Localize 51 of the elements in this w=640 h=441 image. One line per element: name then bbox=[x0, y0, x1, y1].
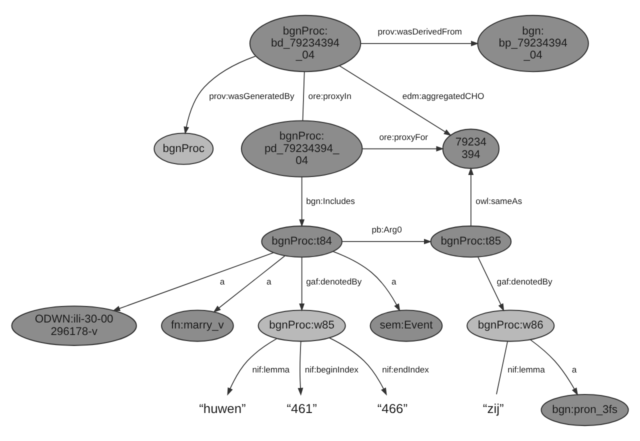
node-ellipse: bgnProc:t85 bbox=[430, 226, 512, 258]
edge-label: prov:wasDerivedFrom bbox=[378, 26, 462, 36]
edge-label: nif:lemma bbox=[508, 364, 545, 374]
edge-label: gaf:denotedBy bbox=[496, 276, 552, 286]
arrow bbox=[468, 167, 474, 226]
edge-label: bgn:Includes bbox=[306, 196, 355, 206]
node-ellipse: bgnProc bbox=[154, 132, 214, 165]
node-ellipse: bgnProc:w86 bbox=[466, 310, 555, 342]
arrow bbox=[299, 256, 305, 312]
edge-label: a bbox=[392, 276, 396, 286]
arrow bbox=[342, 238, 432, 244]
edge-label: ore:proxyIn bbox=[308, 90, 352, 101]
node-ellipse: bgn: bp_79234394 _04 bbox=[477, 14, 589, 72]
node-ellipse: bgnProc:w85 bbox=[258, 310, 346, 342]
edge-label: pb:Arg0 bbox=[372, 224, 402, 235]
edge-label: ore:proxyFor bbox=[379, 132, 428, 142]
arrow bbox=[328, 337, 387, 396]
edge-label: a bbox=[220, 276, 225, 286]
connector bbox=[302, 71, 305, 121]
edge-label: a bbox=[572, 364, 577, 374]
arrow bbox=[332, 251, 400, 312]
edge-label: owl:sameAs bbox=[476, 196, 522, 206]
arrow bbox=[112, 252, 274, 312]
node-ellipse: bgnProc:t84 bbox=[261, 226, 342, 258]
arrow bbox=[299, 176, 305, 228]
edge-label: edm:aggregatedCHO bbox=[402, 90, 484, 101]
arrow bbox=[213, 255, 286, 313]
edge-label: prov:wasGeneratedBy bbox=[209, 90, 294, 101]
arrow bbox=[339, 65, 452, 136]
arrow bbox=[362, 146, 444, 152]
edge-label: nif:endIndex bbox=[382, 364, 429, 374]
node-text: “461” bbox=[286, 401, 317, 416]
node-ellipse: bgn:pron_3fs bbox=[540, 394, 629, 426]
arrow bbox=[478, 256, 504, 312]
connector bbox=[496, 340, 508, 395]
edge-label: a bbox=[266, 276, 272, 286]
arrow bbox=[530, 339, 578, 396]
node-ellipse: bgnProc: pd_79234394_ 04 bbox=[240, 120, 363, 178]
node-text: “466” bbox=[377, 401, 408, 416]
node-ellipse: sem:Event bbox=[370, 310, 443, 342]
arrow bbox=[298, 341, 304, 396]
node-text: “huwen” bbox=[199, 401, 246, 416]
edge-label: nif:lemma bbox=[252, 364, 290, 374]
node-text: “zij” bbox=[482, 401, 504, 416]
arrow bbox=[227, 338, 278, 396]
edge-label: gaf:denotedBy bbox=[306, 276, 362, 286]
node-ellipse: fn:marry_v bbox=[161, 310, 234, 342]
arrow bbox=[184, 56, 256, 134]
arrow bbox=[360, 40, 479, 46]
node-ellipse: bgnProc: bd_79234394 _04 bbox=[249, 14, 362, 72]
edge-label: nif:beginIndex bbox=[304, 364, 358, 374]
